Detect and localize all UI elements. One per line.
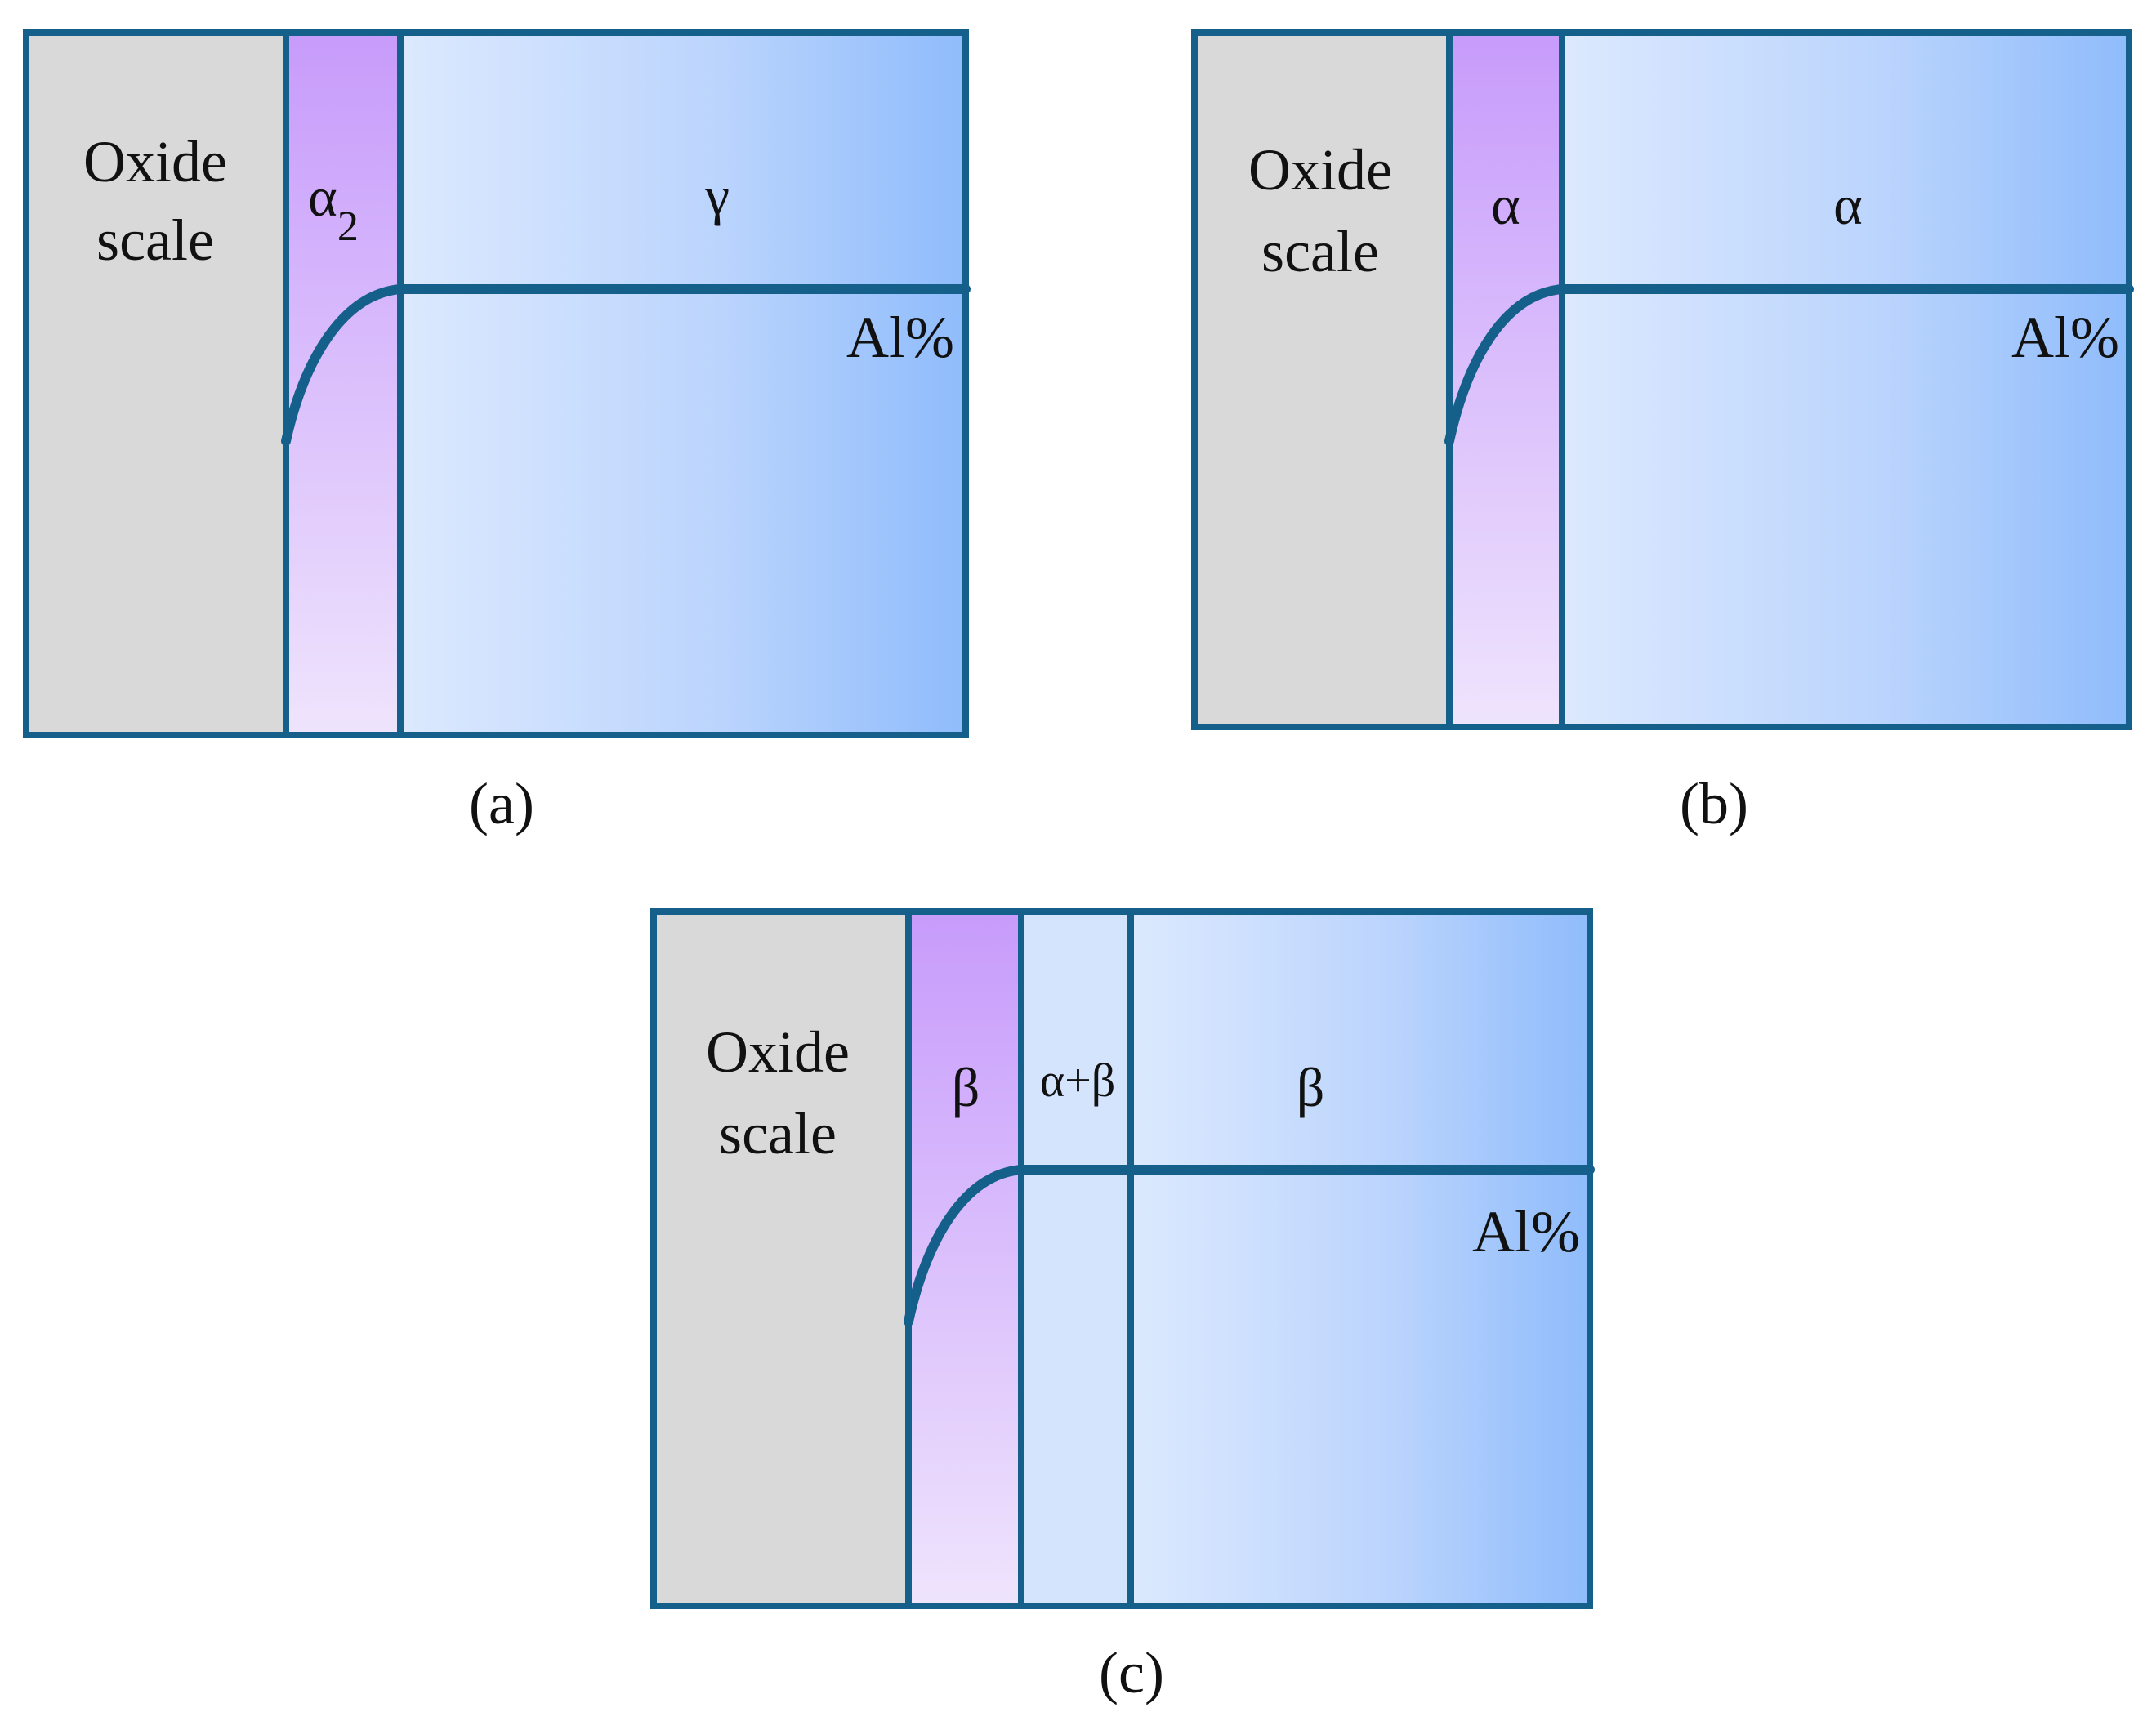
panel-frame bbox=[23, 29, 969, 738]
alpha-matrix-region bbox=[1562, 33, 2129, 727]
oxide-label-line2: scale bbox=[96, 207, 214, 273]
matrix-label: β bbox=[1297, 1056, 1325, 1118]
al-concentration-curve bbox=[281, 284, 971, 446]
matrix-label: α bbox=[1833, 174, 1863, 236]
gamma-matrix-region bbox=[400, 33, 966, 735]
intermediate-label: α+β bbox=[1040, 1054, 1116, 1107]
al-percent-label: Al% bbox=[846, 305, 954, 370]
panel-frame bbox=[1191, 29, 2132, 730]
layer-label-subscript: 2 bbox=[337, 203, 359, 250]
oxide-scale-region bbox=[1194, 33, 1449, 727]
al-percent-label: Al% bbox=[2011, 305, 2119, 370]
panel-c: Oxide scale β α+β β Al% (c) bbox=[650, 908, 1595, 1705]
oxide-scale-region bbox=[654, 912, 908, 1606]
panel-b: Oxide scale α α Al% (b) bbox=[1191, 29, 2134, 836]
oxide-scale-region bbox=[26, 33, 286, 735]
oxide-label-line2: scale bbox=[719, 1101, 837, 1166]
oxide-label-line2: scale bbox=[1261, 219, 1379, 284]
oxide-label-line1: Oxide bbox=[83, 129, 227, 194]
panel-caption: (a) bbox=[469, 771, 534, 836]
al-percent-label: Al% bbox=[1472, 1199, 1580, 1264]
panel-frame bbox=[650, 908, 1593, 1609]
layer-label: α2 bbox=[308, 166, 359, 250]
layer-label: α bbox=[1491, 174, 1520, 236]
al-concentration-curve bbox=[904, 1165, 1595, 1326]
panel-caption: (b) bbox=[1680, 771, 1748, 836]
al-concentration-curve bbox=[1444, 284, 2134, 446]
oxide-label-line1: Oxide bbox=[706, 1019, 850, 1085]
beta-matrix-region bbox=[1131, 912, 1590, 1606]
alpha-beta-region bbox=[1021, 912, 1131, 1606]
matrix-label: γ bbox=[704, 164, 730, 226]
layer-label-main: α bbox=[308, 166, 337, 228]
panel-caption: (c) bbox=[1099, 1640, 1164, 1705]
layer-label: β bbox=[952, 1056, 980, 1118]
panel-a: Oxide scale α2 γ Al% (a) bbox=[23, 29, 971, 836]
oxide-label-line1: Oxide bbox=[1248, 137, 1392, 203]
